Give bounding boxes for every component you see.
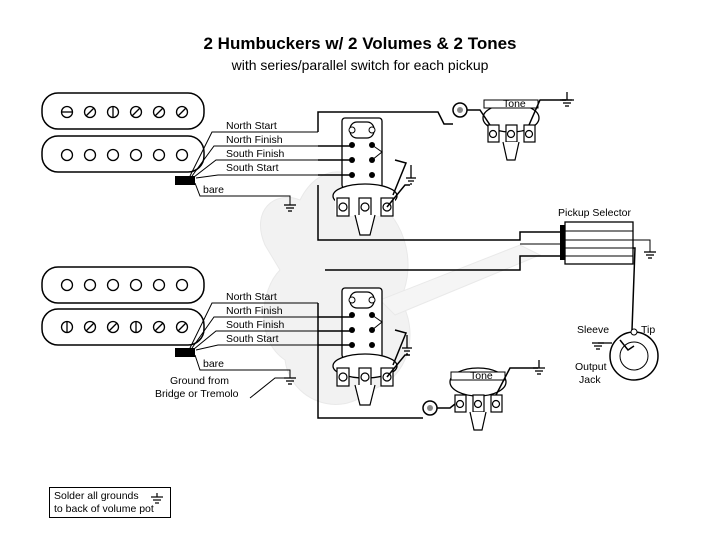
neck-switch-ground-icon: [406, 165, 416, 185]
tone-label-top: Tone: [503, 98, 526, 110]
guitar-silhouette: [259, 171, 542, 405]
bridge-screw-poles: [60, 320, 189, 334]
bridge-humbucker: [41, 266, 205, 357]
bridge-switch-ground-icon: [402, 335, 412, 355]
bridge-ground-icon: [284, 377, 296, 385]
ground-note-line2: Bridge or Tremolo: [155, 388, 239, 400]
bridge-push-pull-switch: [341, 287, 383, 359]
neck-tone-pot: Tone: [482, 92, 574, 161]
diagram-subtitle: with series/parallel switch for each pic…: [231, 57, 489, 73]
diagram-title: 2 Humbuckers w/ 2 Volumes & 2 Tones: [203, 34, 517, 53]
pickup-selector-switch: [560, 221, 656, 265]
bridge-pickup-leads: North Start North Finish South Finish So…: [155, 291, 318, 400]
jack-ground-icon: [592, 342, 612, 350]
interconnect-wires: [317, 109, 636, 419]
jack-tip-label: Tip: [641, 324, 655, 336]
selector-ground-icon: [644, 251, 656, 259]
bridge-lead-north-finish: North Finish: [226, 305, 283, 317]
neck-lead-south-finish: South Finish: [226, 148, 285, 160]
neck-lead-north-start: North Start: [226, 120, 277, 132]
note-line2: to back of volume pot: [54, 503, 154, 515]
ground-note-line1: Ground from: [170, 375, 229, 387]
neck-humbucker: [41, 92, 205, 185]
neck-ground-icon: [284, 204, 296, 212]
neck-lead-south-start: South Start: [226, 162, 279, 174]
bridge-bare-label: bare: [203, 358, 224, 370]
ground-note-box: Solder all grounds to back of volume pot: [49, 487, 171, 518]
neck-push-pull-switch: [341, 117, 383, 189]
pickup-selector-label: Pickup Selector: [558, 207, 631, 219]
bridge-lead-south-start: South Start: [226, 333, 279, 345]
neck-screw-poles: [60, 105, 189, 119]
jack-label-line1: Output: [575, 361, 607, 373]
neck-tone-capacitor: [452, 102, 468, 118]
neck-volume-pot: [332, 183, 398, 236]
neck-lead-north-finish: North Finish: [226, 134, 283, 146]
note-ground-icon: [151, 493, 163, 504]
bridge-volume-pot: [332, 353, 398, 406]
bridge-slug-poles: [60, 278, 189, 292]
bridge-lead-north-start: North Start: [226, 291, 277, 303]
neck-slug-poles: [60, 148, 189, 162]
neck-bare-label: bare: [203, 184, 224, 196]
neck-tone-ground-icon: [560, 92, 574, 107]
jack-label-line2: Jack: [579, 374, 601, 386]
bridge-tone-ground-icon: [533, 360, 545, 375]
bridge-tone-capacitor: [422, 400, 438, 416]
output-jack: [609, 328, 659, 381]
bridge-lead-south-finish: South Finish: [226, 319, 285, 331]
tone-label-bottom: Tone: [470, 370, 493, 382]
neck-pickup-leads: North Start North Finish South Finish So…: [189, 120, 318, 212]
note-line1: Solder all grounds: [54, 490, 139, 502]
jack-sleeve-label: Sleeve: [577, 324, 609, 336]
bridge-tone-pot: Tone: [449, 360, 545, 431]
